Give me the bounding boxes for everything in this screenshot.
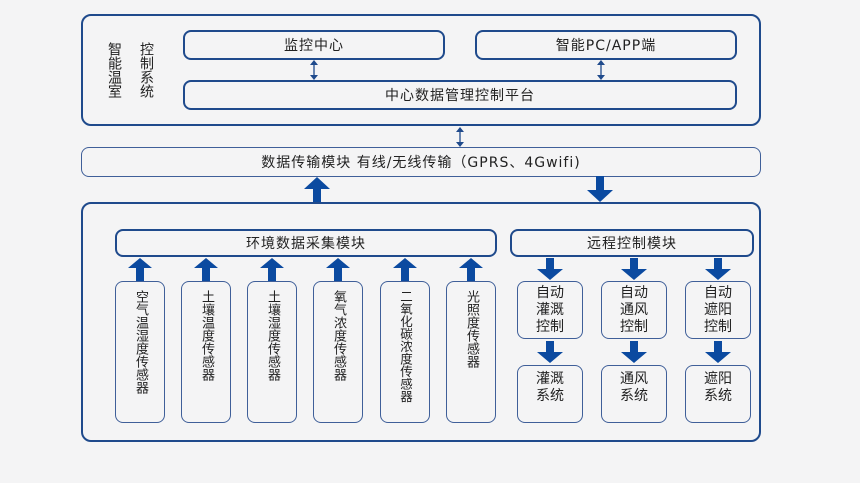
sensor-label: 光照度传感器 [464, 290, 479, 368]
up-arrow-icon [128, 258, 152, 281]
system-box[interactable]: 灌溉系统 [517, 365, 583, 423]
auto-control-box[interactable]: 自动遮阳控制 [685, 281, 751, 339]
down-arrow-icon [705, 341, 731, 363]
down-arrow-icon [537, 341, 563, 363]
sensor-box[interactable]: 土壤湿度传感器 [247, 281, 297, 423]
system-title-col2: 控制系统 [136, 32, 156, 108]
double-arrow-icon [596, 60, 606, 80]
sensor-label: 土壤温度传感器 [199, 290, 214, 381]
system-label-line: 遮阳 [704, 371, 732, 387]
transmission-label: 数据传输模块 有线/无线传输（GPRS、4Gwifi) [261, 155, 581, 171]
up-arrow-icon [326, 258, 350, 281]
down-arrow-icon [621, 258, 647, 280]
control-label-line: 遮阳 [704, 301, 732, 318]
pc-app-label: 智能PC/APP端 [555, 38, 657, 54]
up-arrow-icon [260, 258, 284, 281]
remote-module-label: 远程控制模块 [587, 236, 677, 252]
platform-box[interactable]: 中心数据管理控制平台 [183, 80, 737, 110]
up-arrow-icon [393, 258, 417, 281]
system-box[interactable]: 通风系统 [601, 365, 667, 423]
system-title-col1: 智能温室 [104, 32, 124, 108]
system-label-line: 系统 [704, 388, 732, 404]
double-arrow-icon [455, 127, 465, 147]
control-label-line: 灌溉 [536, 301, 564, 318]
system-title-text-1: 智能温室 [106, 42, 122, 98]
control-label-line: 自动 [536, 284, 564, 301]
sensor-label: 二氧化碳浓度传感器 [398, 290, 413, 403]
sensor-box[interactable]: 土壤温度传感器 [181, 281, 231, 423]
control-label-line: 控制 [536, 318, 564, 335]
collection-module-box[interactable]: 环境数据采集模块 [115, 229, 497, 257]
system-box[interactable]: 遮阳系统 [685, 365, 751, 423]
down-arrow-icon [621, 341, 647, 363]
sensor-box[interactable]: 二氧化碳浓度传感器 [380, 281, 430, 423]
sensor-label: 土壤湿度传感器 [265, 290, 280, 381]
double-arrow-icon [309, 60, 319, 80]
auto-control-box[interactable]: 自动通风控制 [601, 281, 667, 339]
system-title-text-2: 控制系统 [138, 42, 154, 98]
up-arrow-icon [304, 177, 330, 203]
monitor-center-label: 监控中心 [284, 38, 344, 54]
system-label-line: 系统 [536, 388, 564, 404]
pc-app-box[interactable]: 智能PC/APP端 [475, 30, 737, 60]
system-label-line: 灌溉 [536, 371, 564, 387]
auto-control-box[interactable]: 自动灌溉控制 [517, 281, 583, 339]
down-arrow-icon [537, 258, 563, 280]
sensor-box[interactable]: 空气温湿度传感器 [115, 281, 165, 423]
transmission-module-box[interactable]: 数据传输模块 有线/无线传输（GPRS、4Gwifi) [81, 147, 761, 177]
sensor-label: 氧气浓度传感器 [331, 290, 346, 381]
control-label-line: 自动 [620, 284, 648, 301]
control-label-line: 通风 [620, 301, 648, 318]
control-label-line: 控制 [620, 318, 648, 335]
collection-module-label: 环境数据采集模块 [246, 236, 366, 252]
down-arrow-icon [705, 258, 731, 280]
system-label-line: 系统 [620, 388, 648, 404]
sensor-label: 空气温湿度传感器 [133, 290, 148, 394]
sensor-box[interactable]: 光照度传感器 [446, 281, 496, 423]
up-arrow-icon [459, 258, 483, 281]
down-arrow-icon [587, 176, 613, 202]
system-label-line: 通风 [620, 371, 648, 387]
control-label-line: 控制 [704, 318, 732, 335]
remote-module-box[interactable]: 远程控制模块 [510, 229, 754, 257]
control-label-line: 自动 [704, 284, 732, 301]
sensor-box[interactable]: 氧气浓度传感器 [313, 281, 363, 423]
up-arrow-icon [194, 258, 218, 281]
monitor-center-box[interactable]: 监控中心 [183, 30, 445, 60]
platform-label: 中心数据管理控制平台 [385, 88, 535, 104]
